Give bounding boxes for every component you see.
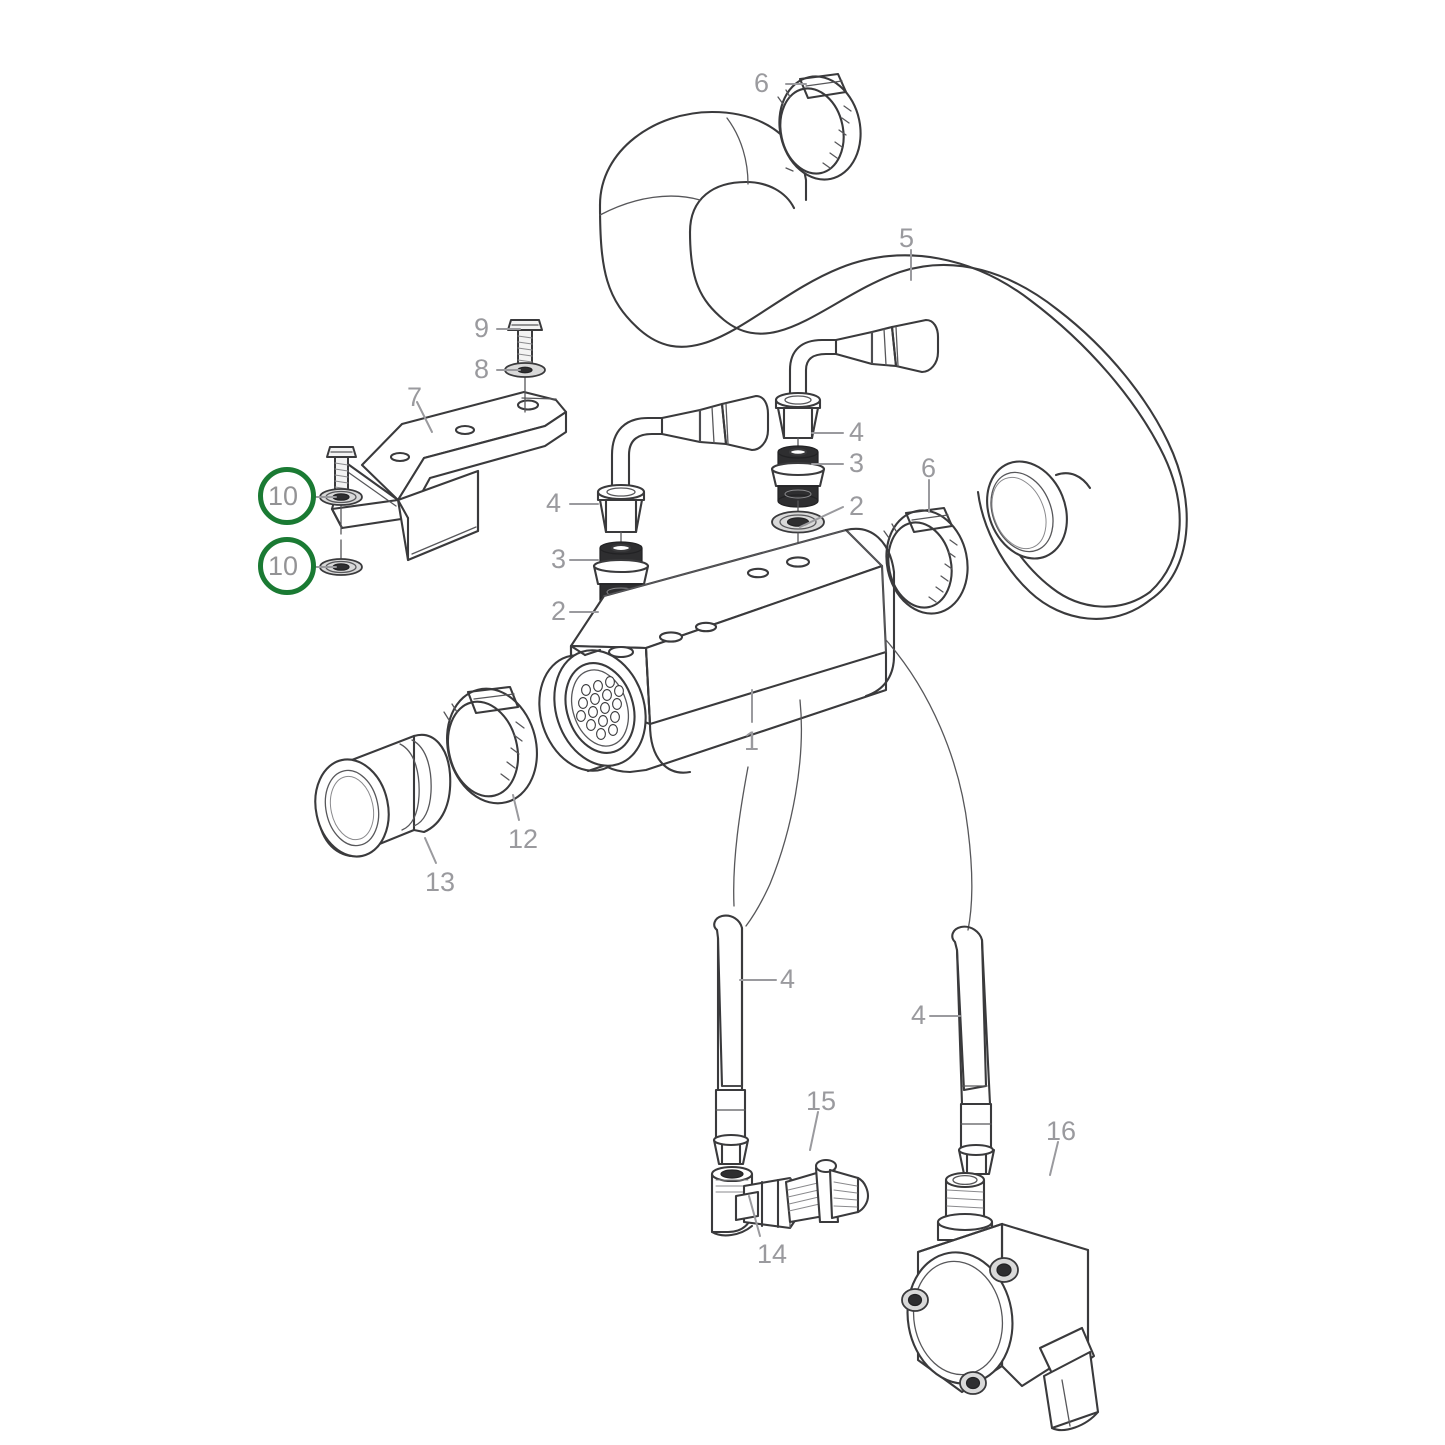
callout-label-c16: 16 (1046, 1116, 1077, 1146)
leader-line-2 (799, 506, 844, 528)
part-13-hose-connector-sleeve (314, 733, 452, 858)
part-1-heat-exchanger-body (538, 527, 896, 774)
part-4-lower-hose-right (951, 925, 996, 1176)
callout-label-c1: 1 (744, 726, 760, 756)
part-6-hose-clamp-middle (883, 506, 969, 615)
callout-label-c7: 7 (407, 382, 423, 412)
part-14-elbow-fitting (710, 1165, 800, 1237)
part-9-hex-flange-screw-top (507, 319, 543, 413)
callout-label-c14: 14 (757, 1239, 788, 1269)
part-9-hex-flange-screw-left (326, 446, 357, 567)
callout-label-c2-right: 2 (849, 491, 865, 521)
callout-label-c4-lowleft: 4 (780, 964, 796, 994)
highlight-circle-h-10-b (258, 537, 316, 595)
callout-label-c6-top: 6 (754, 68, 770, 98)
part-6-hose-clamp-top (777, 72, 862, 181)
leader-line-16 (1049, 1141, 1059, 1176)
part-stack-right-fittings (770, 318, 940, 570)
callout-label-c12: 12 (508, 824, 539, 854)
callout-label-c3-left: 3 (551, 544, 567, 574)
leader-line-14 (748, 1195, 761, 1237)
part-12-hose-clamp-small (443, 685, 538, 805)
part-5-large-coolant-hose (598, 110, 1188, 620)
leader-line-12 (512, 794, 520, 821)
callout-label-c2-left: 2 (551, 596, 567, 626)
leader-line-13 (424, 837, 437, 864)
part-15-threaded-adapter (784, 1158, 870, 1224)
highlight-circle-h-10-a (258, 467, 316, 525)
callout-label-c4-right: 4 (849, 417, 865, 447)
leader-line-15 (809, 1111, 819, 1151)
callout-label-c5: 5 (899, 223, 915, 253)
callout-label-c3-right: 3 (849, 448, 865, 478)
callout-label-c13: 13 (425, 867, 456, 897)
leader-lines (311, 83, 1059, 1237)
leader-line-7 (416, 401, 433, 433)
part-16-pump-housing (901, 1171, 1100, 1432)
callout-label-c4-left: 4 (546, 488, 562, 518)
callout-label-c8: 8 (474, 354, 490, 384)
part-10-washer-lower (319, 558, 363, 576)
callout-label-c4-lowright: 4 (911, 1000, 927, 1030)
callout-label-c15: 15 (806, 1086, 837, 1116)
callout-label-c6-mid: 6 (921, 453, 937, 483)
part-4-lower-hose-left (712, 914, 750, 1166)
small-hose-routing-lines (733, 639, 973, 931)
callout-label-c9: 9 (474, 313, 490, 343)
part-7-mounting-bracket (330, 390, 568, 562)
